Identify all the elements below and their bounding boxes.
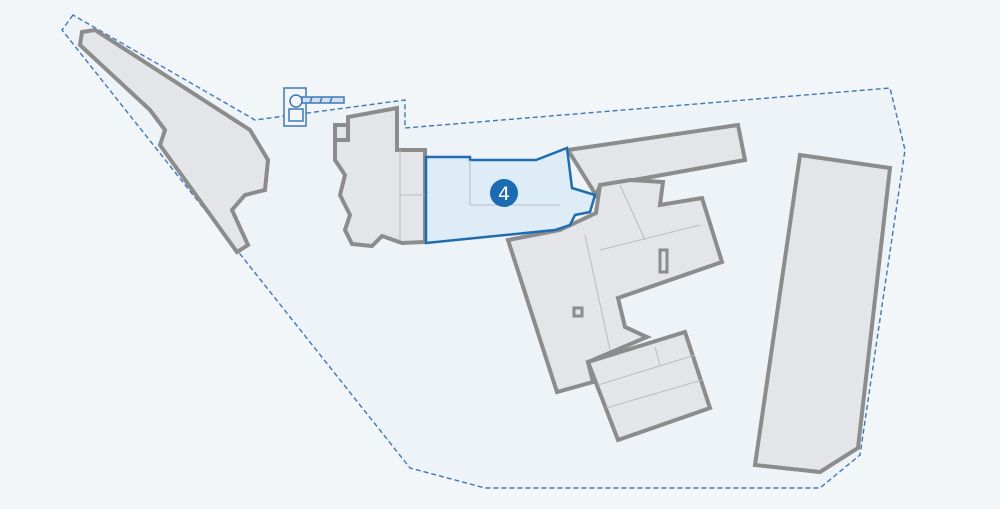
building-west-wedge[interactable] xyxy=(77,27,271,255)
gate-barrier-icon xyxy=(283,87,345,127)
building-north-west[interactable] xyxy=(333,105,427,249)
zone-4[interactable]: 4 xyxy=(424,146,597,245)
zone-label: 4 xyxy=(498,183,510,205)
building-east-long[interactable] xyxy=(752,152,893,475)
building-south[interactable] xyxy=(585,329,713,443)
building-central[interactable] xyxy=(505,177,725,395)
zone-badge[interactable] xyxy=(490,179,518,207)
